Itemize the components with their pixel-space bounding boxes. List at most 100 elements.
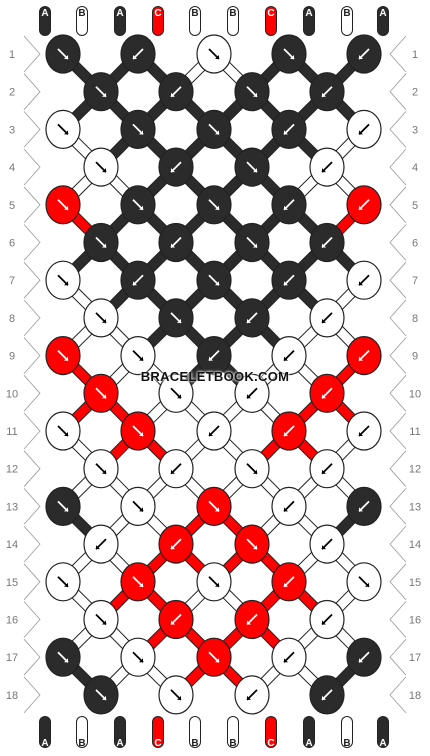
arrow-head-icon	[359, 205, 363, 210]
row-label-left: 17	[6, 652, 18, 664]
edge-guide-right	[389, 638, 407, 676]
row-label-right: 4	[412, 162, 418, 174]
arrow-head-icon	[253, 92, 257, 97]
row-label-left: 18	[6, 690, 18, 702]
arrow-head-icon	[139, 432, 143, 436]
row-label-right: 10	[409, 388, 421, 400]
row-label-left: 9	[9, 351, 15, 363]
edge-guide-right	[389, 375, 407, 412]
arrow-head-icon	[102, 469, 106, 474]
arrow-head-icon	[102, 168, 106, 173]
row-label-left: 11	[6, 426, 17, 438]
edge-guide-left	[23, 35, 41, 73]
arrow-head-icon	[139, 130, 143, 135]
arrow-head-icon	[284, 281, 288, 286]
row-label-left: 7	[9, 275, 15, 287]
arrow-head-icon	[322, 620, 326, 625]
edge-guide-left	[23, 111, 41, 148]
edge-guide-right	[389, 148, 407, 186]
edge-guide-left	[23, 563, 41, 601]
top-strand-label: A	[379, 8, 386, 19]
arrow-head-icon	[247, 620, 251, 625]
arrow-head-icon	[64, 582, 68, 587]
row-label-right: 1	[412, 49, 418, 61]
arrow-head-icon	[284, 432, 288, 436]
arrow-head-icon	[64, 432, 68, 436]
row-label-right: 18	[409, 690, 421, 702]
arrow-head-icon	[64, 130, 68, 135]
arrow-head-icon	[215, 55, 219, 59]
edge-guide-right	[389, 111, 407, 148]
arrow-head-icon	[322, 545, 326, 550]
arrow-head-icon	[171, 620, 175, 625]
arrow-head-icon	[322, 394, 326, 399]
row-label-right: 3	[412, 124, 418, 136]
edge-guide-right	[389, 412, 407, 450]
edge-guide-right	[389, 261, 407, 299]
edge-guide-right	[389, 73, 407, 110]
arrow-head-icon	[139, 205, 143, 210]
top-strand-label: B	[229, 8, 236, 19]
edge-guide-left	[23, 299, 41, 337]
row-label-right: 5	[412, 200, 418, 212]
edge-guide-left	[23, 450, 41, 487]
row-label-left: 15	[6, 577, 18, 589]
arrow-head-icon	[322, 469, 326, 474]
arrow-head-icon	[322, 243, 326, 248]
row-label-left: 14	[6, 539, 18, 551]
edge-guide-right	[389, 450, 407, 487]
arrow-head-icon	[247, 695, 251, 700]
arrow-head-icon	[64, 507, 68, 512]
arrow-head-icon	[139, 658, 143, 663]
edge-guide-right	[389, 488, 407, 525]
row-label-left: 10	[6, 388, 18, 400]
arrow-head-icon	[359, 281, 363, 286]
arrow-head-icon	[102, 243, 106, 248]
top-strand-label: A	[305, 8, 312, 19]
arrow-head-icon	[247, 318, 251, 323]
arrow-head-icon	[284, 205, 288, 210]
arrow-head-icon	[177, 695, 181, 700]
bottom-strand-label: B	[78, 738, 85, 749]
arrow-head-icon	[171, 545, 175, 550]
row-label-right: 16	[409, 615, 421, 627]
arrow-head-icon	[64, 55, 68, 59]
arrow-head-icon	[171, 243, 175, 248]
row-label-right: 15	[409, 577, 421, 589]
strand-outline-layer	[23, 35, 407, 714]
row-label-left: 6	[9, 238, 15, 250]
edge-guide-left	[23, 224, 41, 261]
arrow-head-icon	[139, 582, 143, 587]
arrow-head-icon	[102, 394, 106, 399]
arrow-head-icon	[64, 205, 68, 210]
top-strand-label: B	[78, 8, 85, 19]
arrow-head-icon	[102, 92, 106, 97]
arrow-head-icon	[139, 356, 143, 361]
arrow-head-icon	[102, 620, 106, 625]
arrow-head-icon	[359, 356, 363, 361]
arrow-head-icon	[284, 658, 288, 663]
arrow-head-icon	[177, 394, 181, 399]
row-label-left: 13	[6, 501, 18, 513]
row-label-right: 2	[412, 87, 418, 99]
arrow-head-icon	[284, 356, 288, 361]
arrow-head-icon	[171, 469, 175, 474]
arrow-head-icon	[284, 507, 288, 512]
arrow-head-icon	[171, 168, 175, 173]
arrow-head-icon	[322, 318, 326, 323]
edge-guide-right	[389, 35, 407, 73]
bottom-strand-label: A	[305, 738, 312, 749]
arrow-head-icon	[96, 545, 100, 550]
top-strand-label: A	[116, 8, 123, 19]
arrow-head-icon	[290, 55, 294, 59]
edge-guide-left	[23, 488, 41, 525]
edge-guide-right	[389, 601, 407, 638]
edge-guide-right	[389, 563, 407, 601]
arrow-head-icon	[253, 243, 257, 248]
top-strand-label: A	[41, 8, 48, 19]
arrow-head-icon	[177, 318, 181, 323]
